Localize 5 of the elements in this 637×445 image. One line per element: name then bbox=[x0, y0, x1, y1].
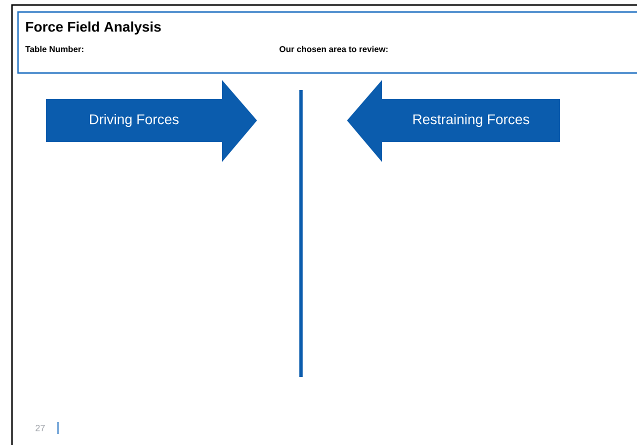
form-label: Our chosen area to review: bbox=[280, 46, 388, 52]
page-number: 27 bbox=[36, 424, 45, 432]
header-title: Force Field Analysis bbox=[26, 21, 161, 35]
header-box bbox=[17, 11, 637, 74]
form-label: Table Number: bbox=[25, 46, 84, 52]
